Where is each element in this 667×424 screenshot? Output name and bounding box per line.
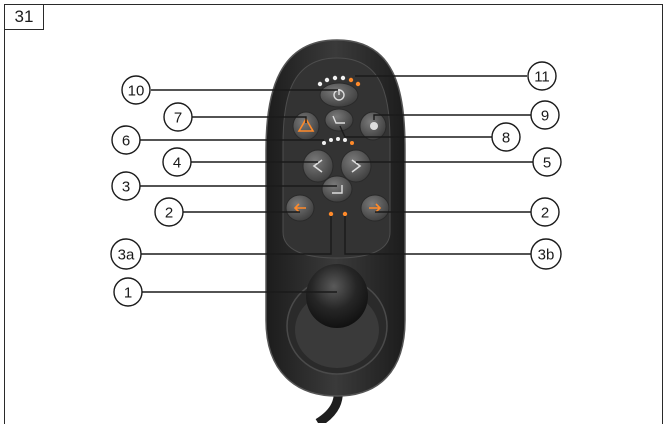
figure-number-box: 31: [4, 4, 44, 30]
callout-3a: 3a: [110, 238, 142, 270]
svg-text:1: 1: [124, 285, 132, 302]
indicator-left-button[interactable]: [285, 194, 315, 222]
callout-2-right: 2: [530, 197, 560, 227]
svg-text:4: 4: [173, 155, 181, 172]
light-button[interactable]: [359, 111, 387, 141]
speed-up-button[interactable]: [340, 149, 372, 183]
svg-text:7: 7: [174, 110, 182, 127]
callout-1: 1: [113, 277, 143, 307]
joystick-knob[interactable]: [306, 264, 368, 328]
callout-4: 4: [162, 147, 192, 177]
callout-3b: 3b: [530, 238, 562, 270]
callout-10: 10: [121, 75, 151, 105]
callout-8: 8: [491, 122, 521, 152]
led-3b: [342, 211, 348, 217]
callout-5: 5: [532, 147, 562, 177]
figure-frame: [4, 4, 663, 424]
callout-3: 3: [111, 171, 141, 201]
svg-text:2: 2: [541, 205, 549, 222]
callout-7: 7: [163, 102, 193, 132]
svg-text:5: 5: [543, 155, 551, 172]
speed-led-arc: [322, 137, 354, 145]
svg-text:8: 8: [502, 130, 510, 147]
power-button[interactable]: [319, 82, 359, 108]
indicator-right-button[interactable]: [360, 194, 390, 222]
callout-2-left: 2: [154, 197, 184, 227]
svg-text:3: 3: [122, 179, 130, 196]
led-3a: [328, 211, 334, 217]
svg-text:6: 6: [122, 133, 130, 150]
callouts: 10 11 7 9 6 8 4 5: [110, 61, 562, 307]
callout-9: 9: [530, 100, 560, 130]
svg-text:11: 11: [534, 69, 550, 86]
callout-6: 6: [111, 125, 141, 155]
svg-text:9: 9: [541, 108, 549, 125]
svg-text:3b: 3b: [538, 247, 555, 264]
callout-leaders: [140, 75, 533, 293]
hazard-button[interactable]: [292, 111, 320, 141]
seat-adjust-button[interactable]: [324, 108, 354, 132]
svg-text:10: 10: [128, 83, 145, 100]
mode-button[interactable]: [321, 175, 353, 203]
battery-led-arc: [317, 75, 361, 87]
svg-text:2: 2: [165, 205, 173, 222]
joystick[interactable]: [286, 264, 388, 375]
callout-11: 11: [527, 61, 557, 91]
speed-down-button[interactable]: [302, 149, 334, 183]
svg-text:3a: 3a: [118, 247, 135, 264]
